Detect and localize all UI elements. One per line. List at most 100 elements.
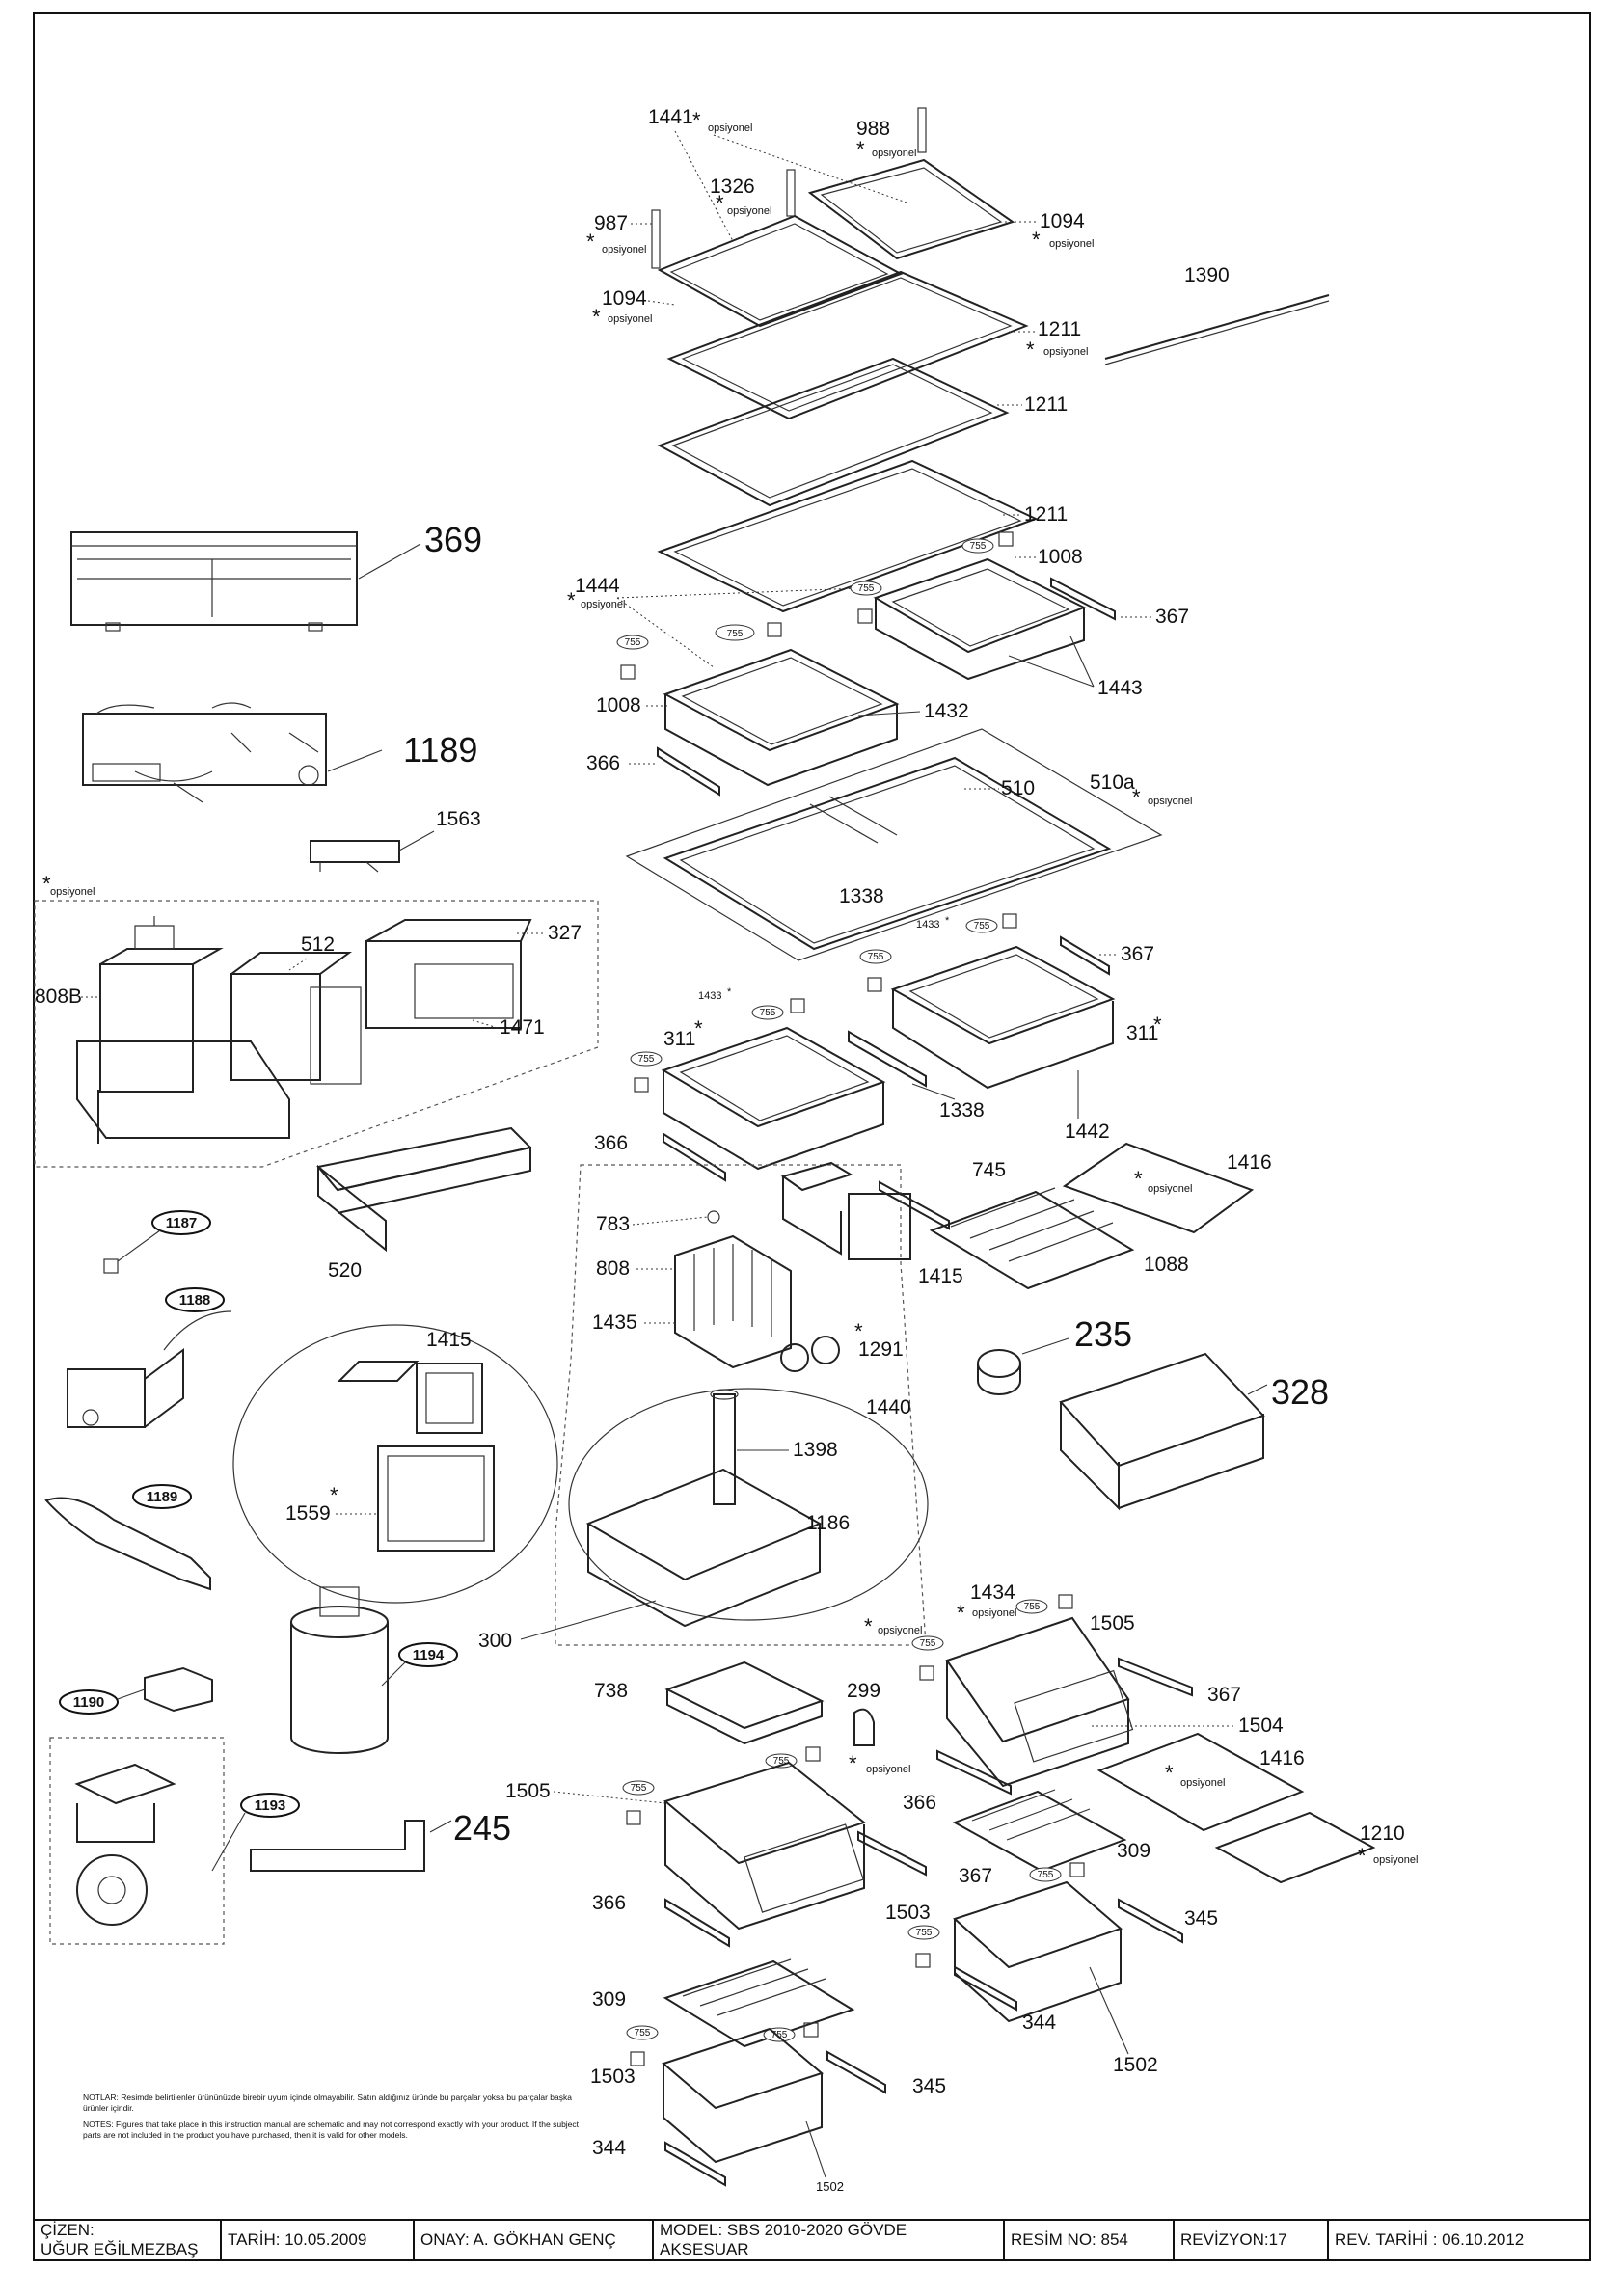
badge-1193: 1193 [240, 1793, 300, 1818]
part-1504-drawer [945, 1616, 1134, 1788]
part-label-1008b: 1008 [596, 694, 641, 716]
asterisk-1094a: * [592, 305, 601, 329]
clip-755-f: 755 [859, 949, 892, 992]
asterisk-510a: * [1132, 785, 1141, 809]
part-label-738: 738 [594, 1680, 628, 1702]
svg-text:755: 755 [858, 583, 875, 594]
part-label-367c: 367 [1207, 1684, 1241, 1706]
part-label-309b: 309 [592, 1988, 626, 2011]
svg-text:755: 755 [1038, 1870, 1054, 1880]
part-1189-arm-drawing [44, 1497, 211, 1591]
part-label-366a: 366 [586, 752, 620, 774]
part-1432-tray [663, 648, 900, 787]
part-245-drawing [250, 1820, 425, 1872]
optional-1210: opsiyonel [1373, 1854, 1418, 1866]
asterisk-987: * [586, 230, 595, 254]
part-745-bar [879, 1180, 950, 1230]
part-1559-drawing [377, 1445, 495, 1552]
asterisk-1291: * [854, 1319, 863, 1343]
part-label-1415a: 1415 [918, 1265, 963, 1287]
part-label-366b: 366 [594, 1132, 628, 1154]
part-label-1505b: 1505 [505, 1780, 551, 1802]
part-1442-tray-left [661, 1026, 886, 1171]
part-label-1186: 1186 [806, 1512, 850, 1534]
part-367b-rail [1060, 935, 1110, 976]
asterisk-1434: * [957, 1601, 965, 1625]
part-label-1291: 1291 [858, 1338, 904, 1361]
part-987-drawing [651, 209, 661, 269]
asterisk-1440-optional: * [864, 1614, 873, 1638]
part-1094-right-shelf [807, 158, 1015, 260]
approval: ONAY: A. GÖKHAN GENÇ [420, 2230, 616, 2249]
part-label-510: 510 [1001, 777, 1035, 799]
svg-text:1190: 1190 [73, 1694, 105, 1711]
part-label-327: 327 [548, 922, 582, 944]
part-label-311b: 311 [1126, 1022, 1158, 1044]
part-345b-rail [826, 2050, 886, 2094]
part-1443-tray [873, 557, 1087, 681]
asterisk-1441: * [692, 108, 701, 132]
title-cell-approval: ONAY: A. GÖKHAN GENÇ [415, 2221, 654, 2259]
asterisk-1211a: * [1026, 338, 1035, 362]
part-808-ice-auger [674, 1234, 792, 1369]
part-367c-rail [1118, 1657, 1193, 1697]
part-label-987: 987 [594, 212, 628, 234]
part-label-745: 745 [972, 1159, 1006, 1181]
part-label-367d: 367 [959, 1865, 992, 1887]
detail-circle-1415-1559 [232, 1324, 558, 1604]
asterisk-1094b: * [1032, 228, 1041, 252]
asterisk-311a: * [694, 1016, 703, 1040]
part-366c-rail [936, 1749, 1012, 1796]
part-520-drawing [316, 1126, 532, 1253]
clip-755-b: 755 [850, 581, 882, 624]
part-label-1211b: 1211 [1024, 393, 1068, 416]
notes-block: NOTLAR: Resimde belirtilenler ürününüzde… [83, 2093, 584, 2147]
part-label-1504: 1504 [1238, 1715, 1284, 1737]
part-366b-rail [663, 1132, 726, 1182]
part-label-1415b: 1415 [426, 1329, 472, 1351]
optional-988: opsiyonel [872, 148, 916, 159]
part-label-245: 245 [453, 1808, 511, 1848]
optional-1441: opsiyonel [708, 122, 752, 134]
badge-1188: 1188 [165, 1287, 225, 1312]
part-label-1210: 1210 [1360, 1823, 1405, 1845]
part-label-1338a: 1338 [839, 885, 884, 907]
svg-text:755: 755 [868, 952, 884, 962]
part-label-309a: 309 [1117, 1840, 1150, 1862]
part-label-369: 369 [424, 520, 482, 559]
drawn-by-name: UĞUR EĞİLMEZBAŞ [41, 2240, 199, 2258]
optional-asterisk: * [42, 872, 51, 896]
part-1502a-drawer [953, 1880, 1123, 2023]
part-label-1471: 1471 [500, 1016, 545, 1039]
part-808B-drawing [76, 916, 290, 1144]
revision-date: REV. TARİHİ : 06.10.2012 [1335, 2230, 1525, 2249]
svg-text:1194: 1194 [413, 1647, 445, 1663]
title-cell-revision-date: REV. TARİHİ : 06.10.2012 [1329, 2221, 1589, 2259]
part-783-drawing [707, 1210, 720, 1224]
part-1088-wire-shelf [929, 1187, 1135, 1290]
svg-text:755: 755 [771, 2030, 788, 2040]
optional-987: opsiyonel [602, 244, 646, 256]
part-label-367a: 367 [1155, 606, 1189, 628]
svg-text:755: 755 [773, 1756, 790, 1767]
optional-1094a: opsiyonel [608, 313, 652, 325]
part-label-344a: 344 [1022, 2012, 1056, 2034]
clip-755-g: 755 [751, 998, 805, 1020]
part-label-1398: 1398 [793, 1439, 838, 1461]
part-label-328: 328 [1271, 1372, 1329, 1412]
part-369-drawing [70, 531, 358, 632]
part-1442-tray-right [890, 945, 1116, 1090]
part-label-1088: 1088 [1144, 1254, 1189, 1276]
part-label-1502a: 1502 [1113, 2054, 1158, 2076]
part-1211-frame-2 [657, 357, 1010, 507]
part-label-345b: 345 [912, 2075, 946, 2097]
part-988-drawing [917, 107, 927, 153]
svg-text:755: 755 [1024, 1602, 1041, 1612]
optional-510a: opsiyonel [1148, 796, 1192, 807]
title-cell-date: TARİH: 10.05.2009 [222, 2221, 415, 2259]
part-label-808: 808 [596, 1257, 630, 1280]
clip-755-a: 755 [961, 531, 1014, 554]
svg-text:755: 755 [920, 1638, 936, 1649]
region-ice-bucket [555, 1164, 927, 1646]
